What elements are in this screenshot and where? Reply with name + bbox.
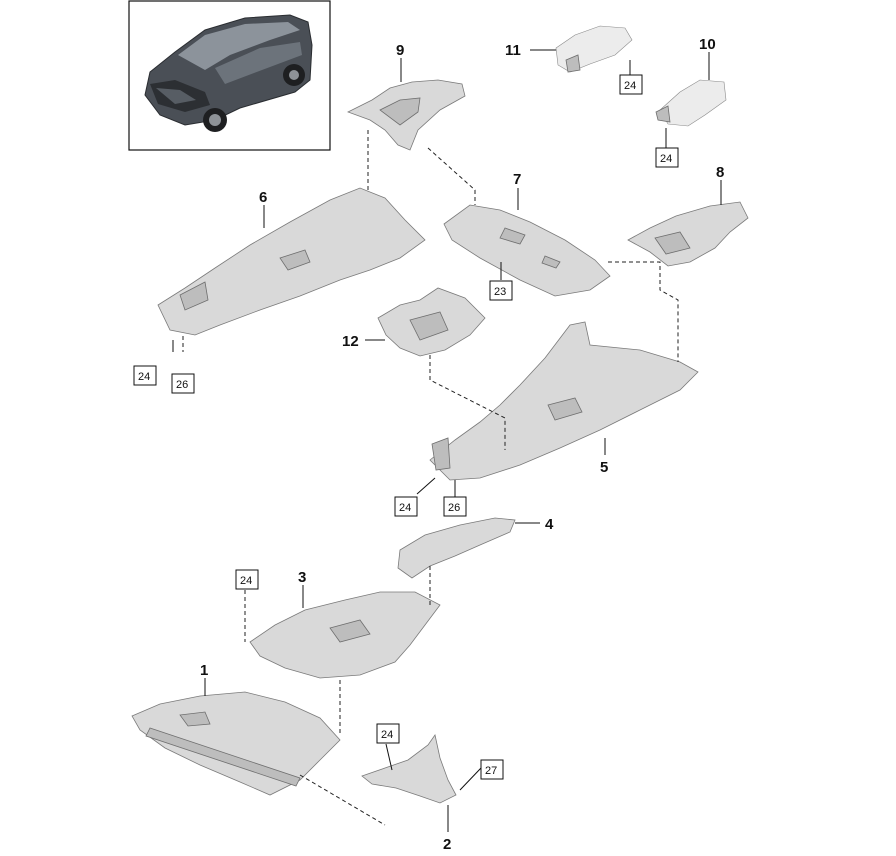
- part-3-panel: [249, 591, 441, 679]
- svg-text:26: 26: [448, 502, 460, 514]
- ref-box-24-part3: 24: [235, 569, 259, 590]
- callout-9: 9: [396, 42, 404, 59]
- leader-lines: [172, 49, 722, 832]
- ref-box-26-part5: 26: [443, 496, 467, 517]
- part-5-center-panel: [429, 321, 699, 481]
- part-2-bracket: [361, 734, 457, 804]
- svg-text:24: 24: [381, 729, 393, 741]
- callout-4: 4: [545, 516, 554, 533]
- callout-5: 5: [600, 459, 608, 476]
- ref-box-24-part11: 24: [619, 74, 643, 95]
- svg-text:26: 26: [176, 379, 188, 391]
- callout-6: 6: [259, 189, 267, 206]
- ref-box-26-part6: 26: [171, 373, 195, 394]
- svg-text:23: 23: [494, 286, 506, 298]
- ref-box-24-part6: 24: [133, 365, 157, 386]
- part-1-front-panel: [131, 691, 341, 796]
- part-10-bracket: [655, 79, 727, 127]
- ref-box-24-part10: 24: [655, 147, 679, 168]
- part-12-skid-plate: [377, 287, 486, 357]
- part-8-panel: [627, 201, 749, 267]
- assembly-dashed-lines: [182, 130, 679, 826]
- part-9-panel: [346, 79, 466, 151]
- part-7-panel: [443, 204, 611, 297]
- suv-illustration: [144, 14, 313, 132]
- callout-7: 7: [513, 171, 521, 188]
- callout-12: 12: [342, 333, 359, 350]
- callout-10: 10: [699, 36, 716, 53]
- callout-labels: 9 11 10 8 7 6 12 5 4 3 1 2: [200, 36, 724, 853]
- svg-text:24: 24: [399, 502, 411, 514]
- callout-3: 3: [298, 569, 306, 586]
- callout-8: 8: [716, 164, 724, 181]
- part-4-panel: [397, 517, 516, 579]
- part-11-bracket: [555, 25, 633, 73]
- ref-box-24-part2: 24: [376, 723, 400, 744]
- boxed-reference-labels: 24 24 23 24 26 24 26 24: [133, 74, 679, 780]
- callout-11: 11: [505, 42, 521, 59]
- svg-text:27: 27: [485, 765, 497, 777]
- ref-box-27: 27: [480, 759, 504, 780]
- vehicle-thumbnail: [128, 0, 331, 151]
- part-6-panel: [157, 187, 426, 336]
- svg-text:24: 24: [660, 153, 672, 165]
- ref-box-24-part5: 24: [394, 496, 418, 517]
- callout-2: 2: [443, 836, 451, 853]
- callout-1: 1: [200, 662, 208, 679]
- svg-text:24: 24: [624, 80, 636, 92]
- ref-box-23: 23: [489, 280, 513, 301]
- svg-text:24: 24: [240, 575, 252, 587]
- svg-text:24: 24: [138, 371, 150, 383]
